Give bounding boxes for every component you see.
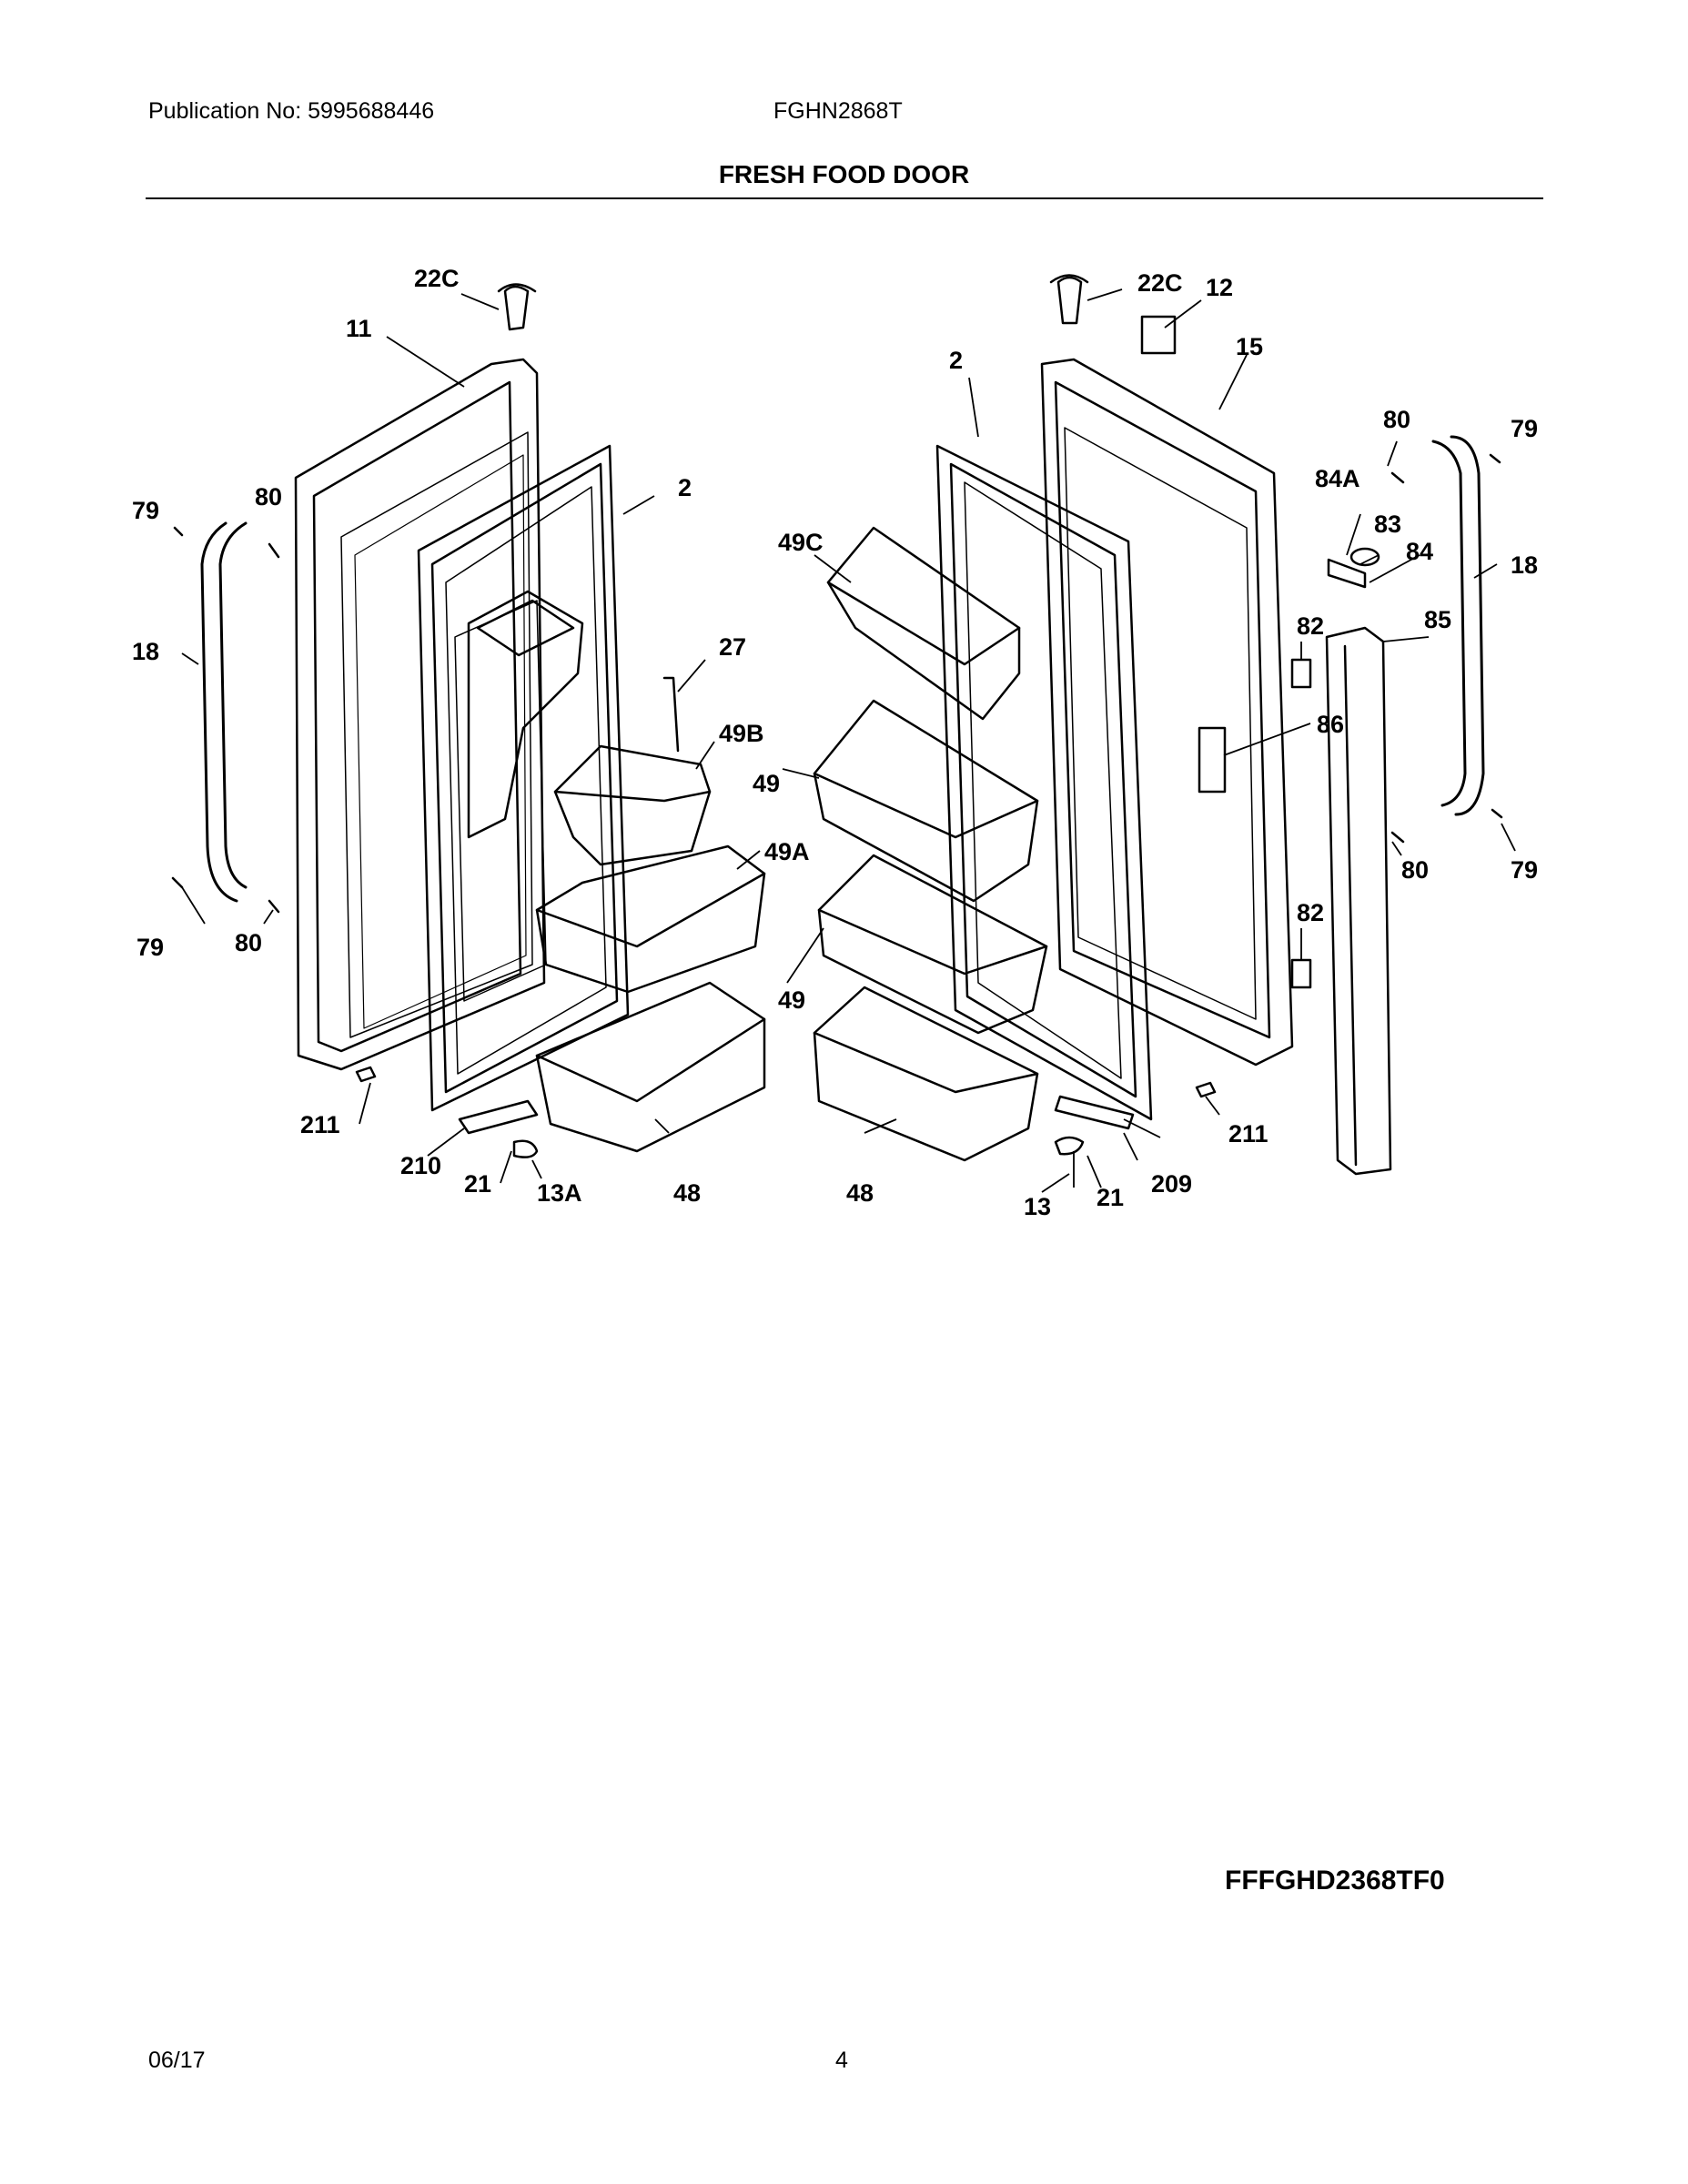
left-door-inner-liner (454, 590, 584, 1002)
callout-82-bottom: 82 (1297, 899, 1324, 926)
callout-18-left: 18 (132, 638, 159, 665)
callout-2-left: 2 (678, 474, 692, 501)
callout-211-right: 211 (1228, 1120, 1269, 1148)
callout-49a: 49A (764, 838, 810, 865)
callout-21-left: 21 (464, 1170, 491, 1198)
callout-86: 86 (1317, 711, 1344, 738)
callout-21-right: 21 (1097, 1184, 1124, 1211)
shelf-49c (826, 526, 1021, 721)
callout-49-lower: 49 (778, 986, 805, 1014)
callout-84: 84 (1406, 538, 1433, 565)
right-hinge (1054, 1095, 1135, 1156)
bin-48-left (535, 981, 766, 1153)
callout-85: 85 (1424, 606, 1451, 633)
right-door-outer-panel (1040, 358, 1294, 1067)
right-screws (1390, 453, 1503, 844)
bracket-84 (1327, 558, 1367, 589)
callout-84a: 84A (1315, 465, 1360, 492)
callout-79-bottom-right: 79 (1511, 856, 1538, 884)
leader-lines (181, 288, 1516, 1193)
bracket-82-top (1290, 658, 1312, 689)
shelf-49a (535, 844, 766, 994)
right-door-cap-22c (1049, 274, 1089, 325)
left-handle (200, 521, 248, 903)
callout-80-bottom-left: 80 (235, 929, 262, 956)
left-door-outer-panel (294, 358, 546, 1071)
shelf-49b (553, 744, 712, 866)
callout-22c-left: 22C (414, 265, 460, 292)
callout-80-top-right: 80 (1383, 406, 1410, 433)
left-hinge (458, 1099, 539, 1158)
publication-number: Publication No: 5995688446 (148, 98, 435, 124)
callout-82-top: 82 (1297, 612, 1324, 640)
callout-labels: 22C 11 79 80 2 18 27 49B 49A 79 80 211 2… (132, 265, 1538, 1220)
left-screws (171, 526, 280, 914)
label-12 (1140, 315, 1177, 355)
shelf-49-lower (817, 854, 1048, 1035)
callout-83: 83 (1374, 511, 1401, 538)
callout-79-top-left: 79 (132, 497, 159, 524)
callout-49-upper: 49 (753, 770, 780, 797)
callout-22c-right: 22C (1137, 269, 1183, 297)
callout-12: 12 (1206, 274, 1233, 301)
callout-2-right: 2 (949, 347, 963, 374)
callout-48-right: 48 (846, 1179, 874, 1207)
button-83 (1349, 547, 1380, 567)
switch-86 (1198, 726, 1227, 794)
bracket-27 (662, 676, 680, 753)
callout-49c: 49C (778, 529, 824, 556)
clip-211-left (355, 1066, 377, 1083)
right-door-gasket (935, 444, 1153, 1121)
callout-13: 13 (1024, 1193, 1051, 1220)
door-trim-85 (1325, 626, 1392, 1176)
header-rule (146, 197, 1543, 199)
clip-211-right (1195, 1081, 1217, 1098)
page-number: 4 (835, 2048, 848, 2073)
callout-13a: 13A (537, 1179, 582, 1207)
callout-15: 15 (1236, 333, 1263, 360)
callout-49b: 49B (719, 720, 764, 747)
page-title: FRESH FOOD DOOR (718, 160, 970, 188)
callout-27: 27 (719, 633, 746, 661)
callout-79-bottom-left: 79 (136, 934, 164, 961)
publication-date: 06/17 (148, 2048, 206, 2073)
shelf-49-upper (813, 699, 1039, 903)
figure-code: FFFGHD2368TF0 (1225, 1866, 1445, 1896)
callout-211-left: 211 (300, 1111, 340, 1138)
callout-210: 210 (400, 1152, 441, 1179)
bin-48-right (813, 986, 1039, 1162)
callout-48-left: 48 (673, 1179, 701, 1207)
callout-80-top-left: 80 (255, 483, 282, 511)
callout-79-top-right: 79 (1511, 415, 1538, 442)
callout-80-bottom-right: 80 (1401, 856, 1429, 884)
right-handle (1431, 435, 1485, 816)
bracket-82-bottom (1290, 958, 1312, 989)
callout-11: 11 (346, 315, 372, 342)
left-door-cap-22c (497, 283, 537, 331)
model-number: FGHN2868T (773, 98, 903, 124)
callout-18-right: 18 (1511, 551, 1538, 579)
callout-209: 209 (1151, 1170, 1192, 1198)
left-door-gasket (417, 444, 630, 1112)
